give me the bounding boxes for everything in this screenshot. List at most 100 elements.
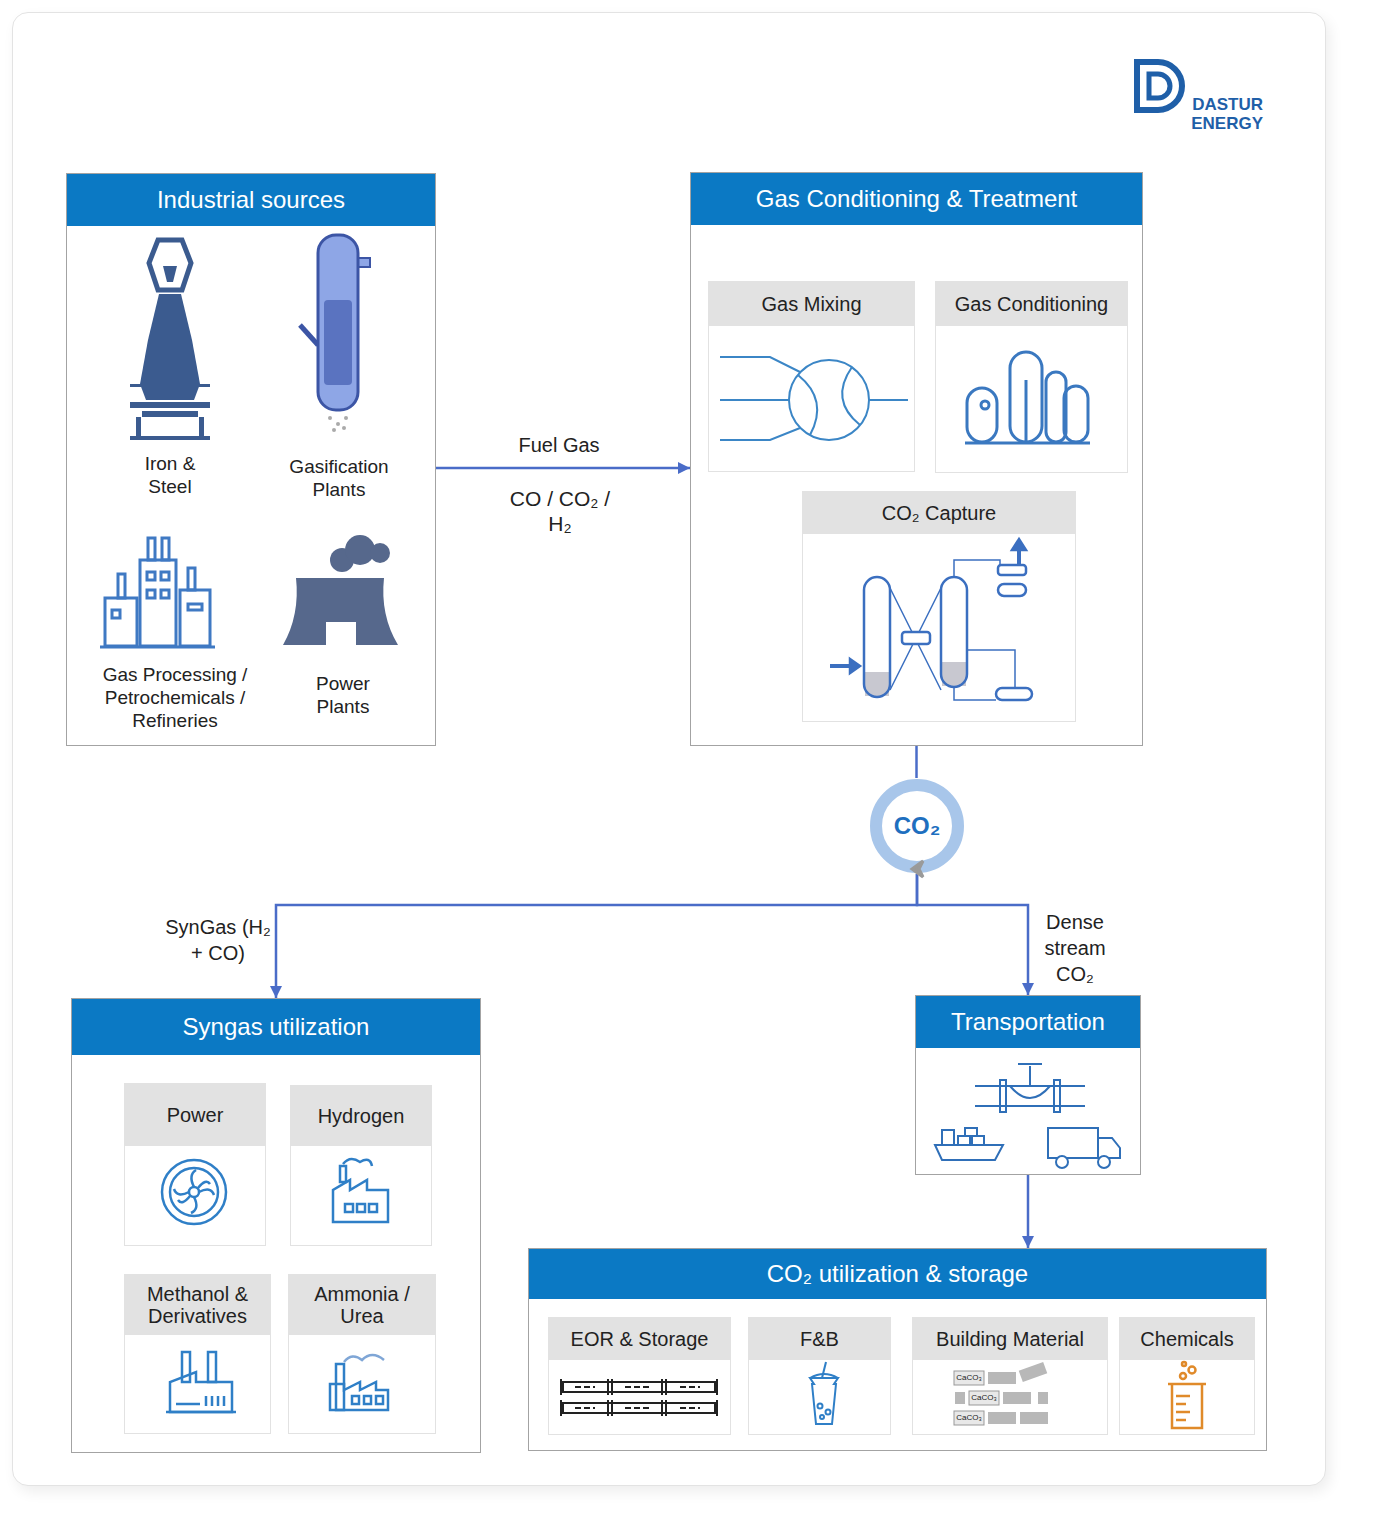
co2-capture-icon: [996, 688, 1032, 700]
blast-furnace-icon: [130, 384, 210, 387]
section-panel: Transportation: [915, 995, 1141, 1175]
header-band: Methanol & Derivatives: [125, 1275, 270, 1335]
source-label: Gas Processing / Petrochemicals / Refine…: [88, 664, 263, 732]
transport-icons: [1098, 1156, 1110, 1168]
header-band: Ammonia / Urea: [289, 1275, 435, 1335]
transport-icons: [958, 1136, 970, 1145]
box-title: Ammonia / Urea: [297, 1283, 427, 1327]
header-band: F&B: [749, 1318, 890, 1360]
co2-capture-icon: [830, 664, 852, 668]
co2-capture-icon: [902, 632, 930, 644]
conditioning-vessels-icon: [965, 352, 1090, 443]
co2-capture-icon: [998, 584, 1026, 596]
beaker-icon: [1180, 1373, 1186, 1379]
header-band: Transportation: [916, 996, 1140, 1048]
pipeline-icon: [561, 1379, 717, 1416]
cooling-tower-icon: [370, 543, 390, 563]
methanol-plant-icon: [206, 1396, 224, 1406]
turbine-icon: [174, 1170, 214, 1213]
blast-furnace-icon: [130, 240, 210, 440]
box-title: EOR & Storage: [571, 1328, 709, 1350]
header-band: Hydrogen: [291, 1086, 431, 1146]
logo-text: DASTUR ENERGY: [1168, 96, 1263, 133]
methanol-plant-icon: [170, 1372, 232, 1412]
transport-icons: [1098, 1138, 1120, 1158]
co2-capture-icon: [1012, 539, 1026, 550]
refinery-icon: [148, 538, 155, 560]
drink-cup-icon: [810, 1374, 838, 1378]
conditioning-vessels-icon: [981, 401, 989, 409]
turbine-icon: [189, 1187, 199, 1197]
refinery-icon: [147, 572, 155, 580]
co2-capture-icon: [998, 565, 1026, 575]
gas-mixing-icon: [869, 399, 908, 401]
transport-icons: [935, 1064, 1120, 1168]
co2-capture-icon: [941, 577, 967, 687]
company-logo: [1149, 74, 1170, 98]
flow-connector: [917, 874, 1028, 995]
hydrogen-plant-icon: [340, 1166, 346, 1182]
transport-icons: [1029, 1066, 1031, 1086]
co2-capture-icon: [954, 687, 996, 700]
beaker-icon: [1168, 1362, 1206, 1428]
gas-mixing-icon: [798, 375, 817, 435]
hydrogen-plant-icon: [357, 1204, 365, 1212]
refinery-icon: [161, 572, 169, 580]
box-title: Hydrogen: [318, 1105, 405, 1127]
brick-stack-icon: [954, 1371, 984, 1385]
flow-connector: [436, 467, 690, 470]
gasifier-icon: [318, 235, 358, 410]
source-label: Gasification Plants: [274, 456, 404, 502]
gasifier-icon: [342, 426, 346, 430]
refinery-icon: [100, 538, 215, 647]
blast-furnace-icon: [130, 402, 210, 408]
box-title: Building Material: [936, 1328, 1084, 1350]
refinery-icon: [140, 560, 176, 646]
methanol-plant-icon: [166, 1352, 236, 1412]
material-tag: CaCO₃: [954, 1372, 984, 1384]
refinery-icon: [180, 590, 210, 646]
methanol-plant-icon: [166, 1411, 236, 1414]
stream-name: CO₂: [894, 812, 941, 840]
box-title: CO₂ Capture: [882, 502, 996, 524]
ammonia-plant-icon: [330, 1355, 388, 1410]
section-panel: Gas MixingGas ConditioningCO₂ CaptureGas…: [690, 172, 1143, 746]
gasifier-icon: [344, 416, 348, 420]
refinery-icon: [118, 574, 125, 598]
process-box: Chemicals: [1119, 1317, 1255, 1435]
gas-mixing-icon: [720, 428, 800, 440]
brick-stack-icon: [1003, 1392, 1031, 1404]
turbine-icon: [162, 1160, 226, 1224]
header-band: Power: [125, 1084, 265, 1146]
gas-mixing-icon: [842, 367, 860, 425]
cycle-chevron: [912, 861, 923, 877]
section-title: Transportation: [951, 1008, 1105, 1036]
conditioning-vessels-icon: [967, 388, 997, 442]
header-band: Gas Mixing: [709, 282, 914, 326]
process-box: Building Material: [912, 1317, 1108, 1435]
pipeline-icon: [575, 1387, 700, 1408]
refinery-icon: [100, 646, 215, 649]
brick-stack-icon: [969, 1391, 999, 1405]
gas-mixing-icon: [720, 399, 789, 401]
ammonia-plant-icon: [352, 1396, 359, 1404]
gas-mixing-icon: [720, 357, 800, 372]
box-title: Chemicals: [1140, 1328, 1233, 1350]
blast-furnace-icon: [149, 240, 191, 290]
box-title: F&B: [800, 1328, 839, 1350]
drink-cup-icon: [822, 1362, 826, 1378]
ring-outline: [876, 785, 958, 867]
hydrogen-plant-icon: [369, 1204, 377, 1212]
gas-mixing-icon: [789, 360, 869, 440]
blast-furnace-icon: [163, 266, 177, 282]
hydrogen-plant-icon: [343, 1159, 372, 1166]
section-panel: EOR & Storage F&B Building Material Chemica…: [528, 1248, 1267, 1451]
drink-cup-icon: [820, 1415, 824, 1419]
process-box: EOR & Storage: [548, 1317, 731, 1435]
header-band: CO₂ Capture: [803, 492, 1075, 534]
process-box: Methanol & Derivatives: [124, 1274, 271, 1434]
cooling-tower-icon: [283, 578, 398, 645]
source-label: Power Plants: [306, 673, 381, 719]
transport-icons: [1000, 1080, 1006, 1112]
